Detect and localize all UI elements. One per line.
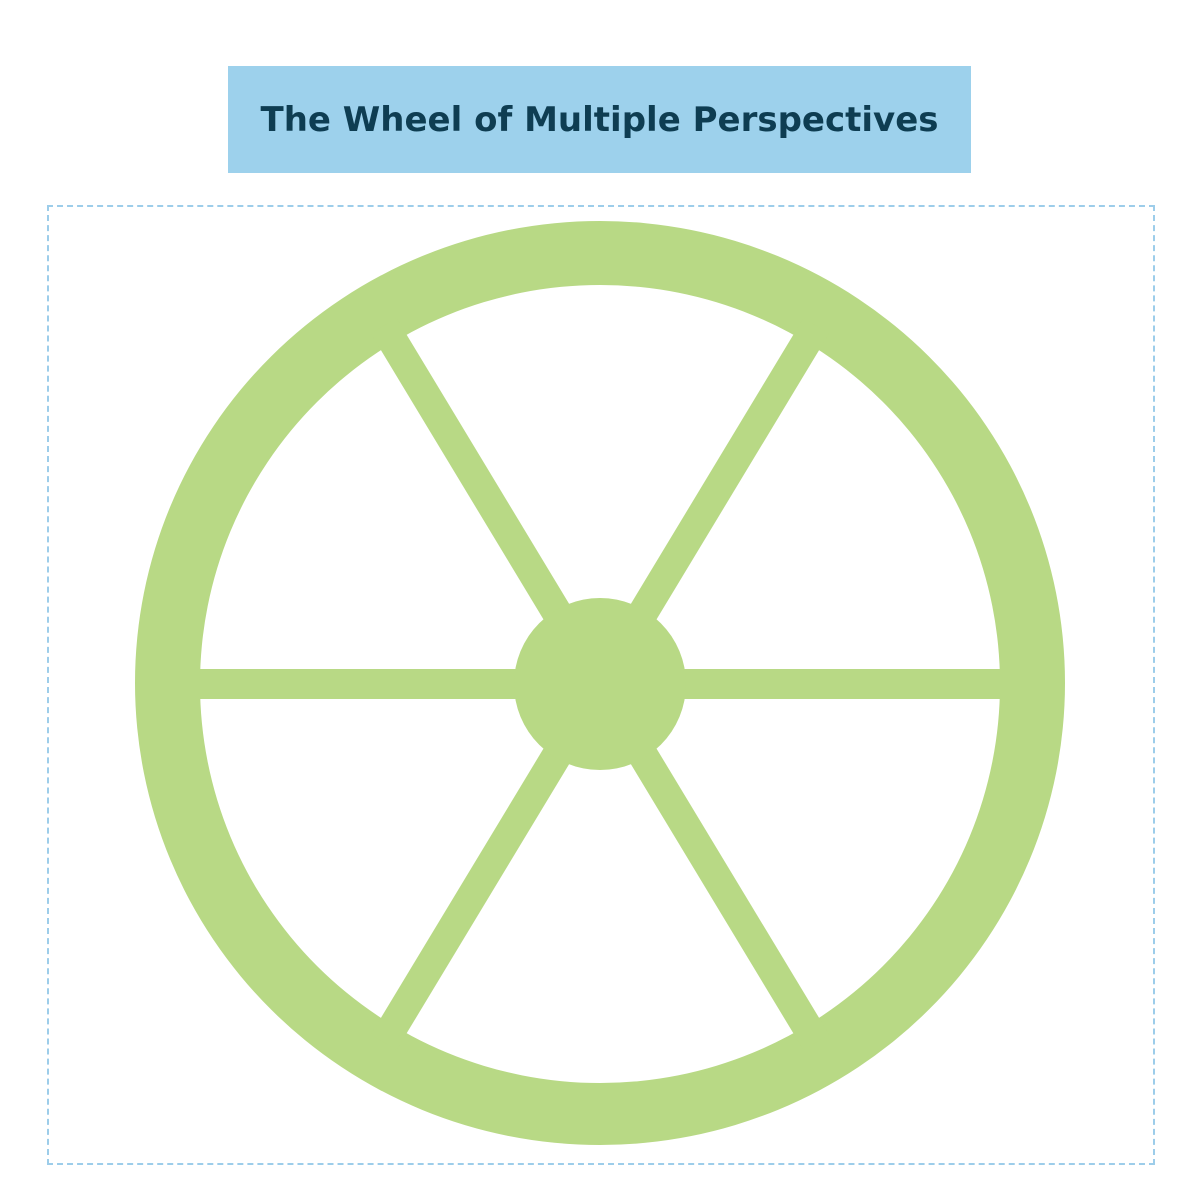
title-banner: The Wheel of Multiple Perspectives	[228, 66, 971, 173]
page-title: The Wheel of Multiple Perspectives	[260, 99, 939, 140]
diagram-frame	[47, 205, 1155, 1165]
wheel-hub	[514, 598, 686, 770]
